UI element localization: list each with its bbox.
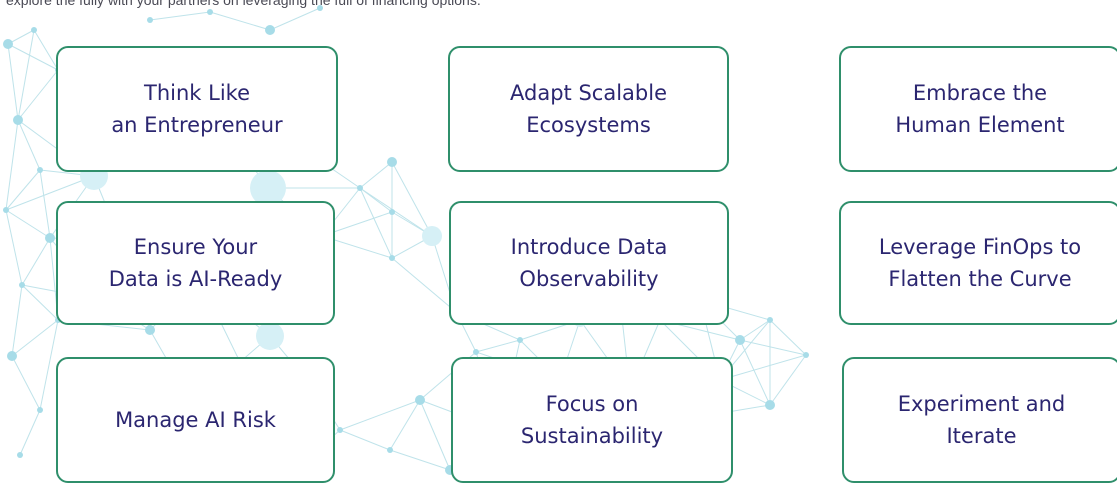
- network-link: [739, 339, 807, 356]
- card-think-like-entrepreneur: Think Like an Entrepreneur: [56, 46, 338, 172]
- card-label-line-2: Ecosystems: [526, 113, 651, 137]
- card-label-line-1: Adapt Scalable: [510, 81, 667, 105]
- card-ensure-data-ai-ready: Ensure Your Data is AI-Ready: [56, 201, 335, 325]
- card-label-line-1: Leverage FinOps to: [878, 235, 1082, 259]
- network-link: [209, 11, 271, 31]
- network-node: [3, 39, 13, 49]
- network-link: [339, 429, 391, 451]
- network-link: [5, 175, 95, 211]
- network-link: [11, 355, 41, 411]
- network-node: [7, 351, 17, 361]
- card-label-line-2: Observability: [519, 267, 659, 291]
- network-node: [256, 322, 284, 350]
- partial-intro-text: explore the fully with your partners on …: [6, 0, 481, 8]
- network-link: [5, 209, 23, 286]
- network-link: [769, 354, 807, 406]
- network-link: [7, 43, 19, 121]
- network-link: [419, 399, 451, 471]
- card-adapt-scalable-ecosystems: Adapt Scalable Ecosystems: [448, 46, 729, 172]
- card-label-line-2: Human Element: [895, 113, 1065, 137]
- card-introduce-data-observability: Introduce Data Observability: [449, 201, 729, 325]
- network-node: [19, 282, 25, 288]
- card-label-line-1: Focus on: [545, 392, 639, 416]
- network-node: [389, 255, 395, 261]
- network-node: [145, 325, 155, 335]
- network-node: [422, 226, 442, 246]
- network-link: [359, 187, 433, 237]
- network-node: [250, 170, 286, 206]
- card-label-line-2: Sustainability: [520, 424, 664, 448]
- network-node: [13, 115, 23, 125]
- card-leverage-finops: Leverage FinOps to Flatten the Curve: [839, 201, 1117, 325]
- card-label-line-1: Embrace the: [912, 81, 1048, 105]
- network-link: [391, 161, 433, 237]
- network-node: [735, 335, 745, 345]
- card-label-line-2: Data is AI-Ready: [108, 267, 283, 291]
- network-node: [415, 395, 425, 405]
- network-link: [5, 209, 51, 239]
- network-node: [803, 352, 809, 358]
- network-link: [391, 257, 457, 313]
- card-label-line-1: Think Like: [144, 81, 250, 105]
- network-link: [17, 69, 59, 121]
- network-link: [149, 11, 211, 21]
- card-label-line-1: Experiment and: [897, 392, 1066, 416]
- network-node: [31, 27, 37, 33]
- network-link: [269, 7, 321, 31]
- network-node: [207, 9, 213, 15]
- network-node: [473, 349, 479, 355]
- network-node: [45, 233, 55, 243]
- network-link: [739, 319, 771, 341]
- network-link: [21, 237, 51, 286]
- network-link: [39, 169, 51, 239]
- network-link: [39, 319, 59, 411]
- network-link: [389, 399, 421, 451]
- card-label-line-1: Introduce Data: [510, 235, 668, 259]
- network-link: [33, 29, 59, 71]
- card-manage-ai-risk: Manage AI Risk: [56, 357, 335, 483]
- network-node: [3, 207, 9, 213]
- network-node: [357, 185, 363, 191]
- network-node: [17, 452, 23, 458]
- network-link: [21, 284, 59, 321]
- card-label-line-2: an Entrepreneur: [111, 113, 283, 137]
- card-label-line-1: Manage AI Risk: [115, 408, 276, 432]
- network-node: [765, 400, 775, 410]
- card-label-line-1: Ensure Your: [133, 235, 258, 259]
- network-node: [147, 17, 153, 23]
- network-node: [387, 157, 397, 167]
- network-link: [19, 409, 41, 456]
- network-node: [767, 317, 773, 323]
- network-node: [317, 5, 323, 11]
- network-node: [389, 209, 395, 215]
- network-link: [339, 399, 421, 431]
- card-focus-sustainability: Focus on Sustainability: [451, 357, 733, 483]
- network-node: [517, 337, 523, 343]
- network-link: [11, 319, 59, 357]
- network-link: [475, 339, 521, 353]
- card-label-line-2: Flatten the Curve: [888, 267, 1072, 291]
- network-link: [739, 339, 771, 406]
- network-link: [5, 119, 19, 211]
- network-node: [337, 427, 343, 433]
- network-link: [7, 43, 59, 71]
- card-embrace-human-element: Embrace the Human Element: [839, 46, 1117, 172]
- card-experiment-iterate: Experiment and Iterate: [842, 357, 1117, 483]
- card-label-line-2: Iterate: [946, 424, 1017, 448]
- network-link: [719, 354, 807, 381]
- network-link: [359, 161, 393, 189]
- network-link: [389, 449, 451, 471]
- network-node: [265, 25, 275, 35]
- network-node: [387, 447, 393, 453]
- network-link: [5, 169, 41, 211]
- network-link: [17, 29, 35, 121]
- network-link: [359, 187, 393, 259]
- network-link: [769, 319, 807, 356]
- network-link: [11, 284, 23, 357]
- network-node: [37, 407, 43, 413]
- network-link: [17, 119, 41, 171]
- network-node: [37, 167, 43, 173]
